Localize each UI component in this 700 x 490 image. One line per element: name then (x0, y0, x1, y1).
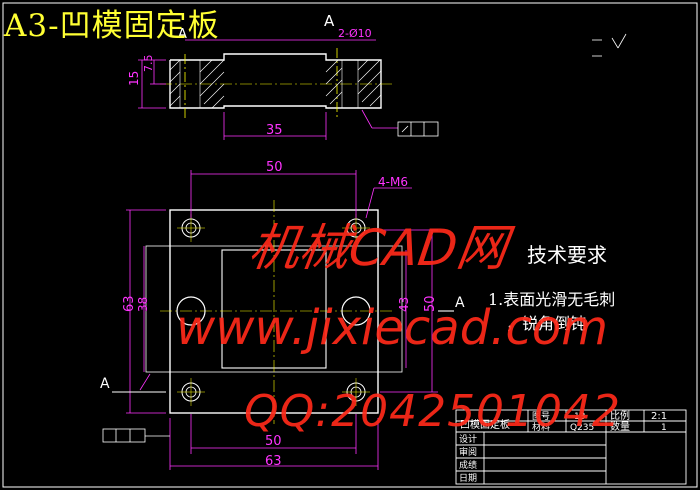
title-block-row-3: 日期 (459, 473, 477, 484)
flatness-symbol-frame (397, 121, 439, 137)
roughness-note (592, 33, 627, 57)
tech-requirements-heading: 技术要求 (527, 243, 607, 267)
perpendicularity-frame (102, 428, 146, 443)
sheet-title: A3-凹模固定板 (4, 8, 220, 44)
thread-callout: 4-M6 (378, 175, 408, 189)
title-block-drawing-no-label: 图号 (532, 411, 550, 422)
dim-plan-top-width: 50 (266, 160, 283, 175)
tech-requirements-line-1: 1.表面光滑无毛刺 (488, 290, 616, 309)
tech-requirements-line-2: ，锐角倒钝 (506, 314, 587, 333)
section-mark-a: A (324, 12, 335, 30)
title-block-scale-value: 2:1 (651, 411, 667, 422)
dim-section-inner-height: 7.5 (142, 55, 155, 73)
dim-section-height: 15 (127, 71, 141, 86)
dowel-hole-right (341, 296, 371, 326)
title-block-material-label: 材料 (532, 421, 550, 433)
plan-dimensions (126, 170, 438, 470)
section-mark-a-left: A (178, 27, 187, 42)
watermark-qq: QQ:2042501042 (244, 386, 622, 437)
title-block-row-2: 成绩 (459, 459, 477, 471)
title-block-scale-label: 比例 (610, 409, 630, 422)
section-mark-left: A (100, 376, 110, 392)
dim-plan-right-height: 50 (423, 295, 438, 312)
dim-section-width: 35 (266, 123, 283, 138)
title-block-qty-value: 1 (661, 423, 667, 433)
watermark-url: www.jixiecad.com (176, 300, 608, 356)
section-hatch-left (169, 59, 225, 109)
section-hatch-right (325, 59, 382, 108)
watermark-site-name: 机械CAD网 (245, 219, 512, 277)
dim-plan-left-height: 63 (122, 295, 137, 312)
section-outline (169, 53, 382, 109)
plan-view: 50 4-M6 63 38 50 43 50 63 A A (100, 160, 465, 470)
title-block-material-value: Q235 (570, 423, 594, 433)
dim-hole-diameter: 2-Ø10 (338, 27, 372, 40)
title-block-drawing-no-value: 13 (574, 412, 585, 422)
title-block-qty-label: 数量 (610, 420, 630, 433)
title-block-row-0: 设计 (459, 433, 477, 445)
dim-plan-right-inner: 43 (397, 297, 411, 312)
dim-plan-inner-height: 38 (136, 297, 150, 312)
section-dimensions (138, 39, 398, 140)
dim-plan-bottom-outer: 63 (265, 454, 282, 469)
section-view: 15 7.5 35 2-Ø10 A A (127, 12, 439, 140)
section-mark-right: A (455, 295, 465, 311)
title-block-part-name: 凹模固定板 (460, 418, 510, 431)
title-block-row-1: 审阅 (459, 446, 477, 458)
title-block (455, 409, 687, 485)
dim-plan-bottom-inner: 50 (265, 434, 282, 449)
dowel-hole-left (176, 296, 206, 326)
